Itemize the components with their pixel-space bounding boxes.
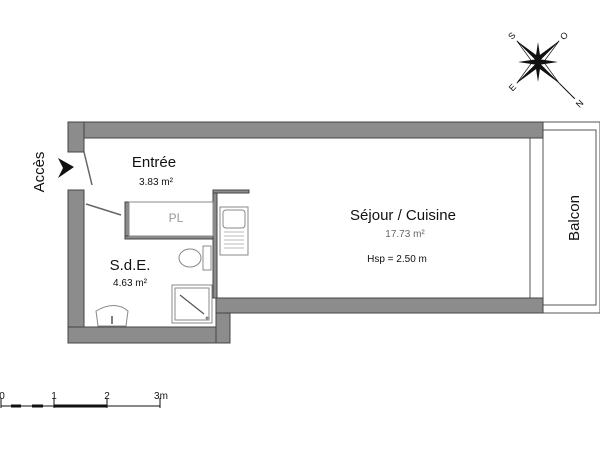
compass-o-label: O	[558, 30, 570, 42]
compass-e-label: E	[507, 82, 518, 93]
scale-tick-2: 2	[104, 391, 110, 402]
access-label: Accès	[31, 152, 48, 193]
room-sde-name: S.d.E.	[110, 257, 151, 274]
room-sejour-area: 17.73 m²	[385, 229, 425, 240]
bathroom-door[interactable]	[85, 203, 122, 216]
room-balcon-name: Balcon	[566, 195, 583, 241]
scale-tick-1: 1	[51, 391, 57, 402]
walls	[67, 121, 544, 344]
scale-tick-3: 3m	[154, 391, 168, 402]
compass-s-label: S	[506, 30, 517, 41]
shower-icon	[171, 284, 213, 324]
closet	[128, 201, 214, 237]
washbasin-icon	[95, 305, 129, 327]
compass-rose-icon: N E S O	[506, 30, 586, 110]
scale-tick-0: 0	[0, 391, 5, 402]
entry-door[interactable]	[83, 151, 93, 186]
access-arrow-icon	[58, 158, 74, 178]
balcony	[529, 121, 600, 314]
closet-label: PL	[169, 211, 184, 225]
room-sejour-height: Hsp = 2.50 m	[367, 254, 427, 265]
toilet-icon	[178, 245, 212, 271]
scale-bar: 0 1 2 3m	[0, 391, 168, 408]
room-sejour-name: Séjour / Cuisine	[350, 207, 456, 224]
room-entree-area: 3.83 m²	[139, 177, 174, 188]
compass-n-label: N	[574, 98, 586, 110]
room-sde-area: 4.63 m²	[113, 278, 148, 289]
kitchen-sink-icon	[219, 206, 249, 256]
room-entree-name: Entrée	[132, 154, 176, 171]
